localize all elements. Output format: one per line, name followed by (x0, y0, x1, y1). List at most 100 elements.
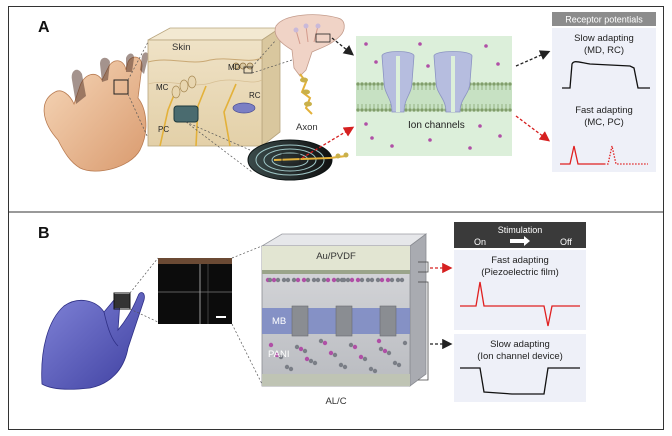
particle-dot (341, 277, 347, 283)
merkel-axon-illustration (274, 14, 345, 115)
stim-on-label: On (474, 237, 486, 247)
particle-dot (284, 364, 290, 370)
ion-dot (418, 42, 422, 46)
particle-dot (375, 277, 381, 283)
particle-dot (281, 277, 287, 283)
layer-au-pvdf-label: Au/PVDF (316, 251, 356, 262)
fast-adapting-card-b (454, 250, 586, 330)
slow-adapting-b-subtitle: (Ion channel device) (477, 351, 563, 362)
receptor-header: Receptor potentials (565, 15, 643, 25)
particle-dot (385, 277, 391, 283)
particle-dot (379, 277, 385, 283)
fast-adapting-b-title: Fast adapting (491, 255, 549, 266)
scale-bar (216, 316, 226, 318)
bracket-top (418, 261, 429, 273)
particle-dot (274, 352, 280, 358)
particle-dot (355, 277, 361, 283)
stimulation-header: Stimulation (498, 225, 543, 235)
particle-dot (305, 277, 311, 283)
particle-dot (304, 356, 310, 362)
pacinian-corpuscle (247, 139, 349, 181)
particle-dot (288, 366, 294, 372)
zoom-line (129, 308, 159, 323)
fast-adapting-title: Fast adapting (575, 105, 633, 116)
particle-dot (338, 362, 344, 368)
ion-dot (426, 64, 430, 68)
slow-adapting-subtitle: (MD, RC) (584, 45, 624, 56)
layer-pani-label: PANI (268, 349, 289, 360)
arrow-to-slow (515, 50, 551, 67)
particle-dot (294, 344, 300, 350)
stim-off-label: Off (560, 237, 572, 247)
ion-dot (364, 42, 368, 46)
zoom-line (185, 121, 253, 173)
md-zoom-box (243, 66, 253, 74)
particle-dot (376, 338, 382, 344)
particle-dot (349, 277, 355, 283)
fast-adapting-trace-dashed (604, 145, 648, 165)
arrow-merkel-to-channels (331, 37, 355, 56)
skin-label: Skin (172, 42, 190, 53)
particle-dot (348, 342, 354, 348)
ion-channel-panel (356, 36, 512, 156)
slow-adapting-b-title: Slow adapting (490, 339, 550, 350)
zoom-line (129, 257, 159, 294)
ion-dot (498, 134, 502, 138)
ion-dot (364, 122, 368, 126)
particle-dot (372, 368, 378, 374)
particle-dot (318, 338, 324, 344)
particle-dot (399, 277, 405, 283)
zoom-line (231, 245, 263, 259)
particle-dot (275, 277, 281, 283)
ion-dot (374, 60, 378, 64)
ion-dot (496, 62, 500, 66)
particle-dot (386, 350, 392, 356)
particle-dot (298, 346, 304, 352)
panel-a-letter: A (38, 19, 50, 36)
md-label: MD (228, 63, 241, 72)
particle-dot (345, 277, 351, 283)
slow-adapting-trace (562, 61, 650, 89)
particle-dot (308, 358, 314, 364)
fast-adapting-b-trace (460, 281, 580, 327)
particle-dot (268, 342, 274, 348)
particle-dot (328, 350, 334, 356)
arrow-to-fast (515, 115, 551, 142)
ion-dot (390, 144, 394, 148)
particle-dot (285, 277, 291, 283)
particle-dot (335, 277, 341, 283)
particle-dot (382, 348, 388, 354)
particle-dot (291, 277, 297, 283)
slow-adapting-title: Slow adapting (574, 33, 634, 44)
layer-mb-label: MB (272, 316, 286, 327)
particle-dot (342, 364, 348, 370)
bracket-bottom (418, 281, 429, 381)
particle-dot (301, 277, 307, 283)
particle-dot (267, 277, 273, 283)
particle-dot (395, 277, 401, 283)
fast-adapting-card (552, 100, 656, 172)
particle-dot (396, 362, 402, 368)
ion-dot (370, 136, 374, 140)
particle-dot (312, 360, 318, 366)
particle-dot (321, 277, 327, 283)
glove-zoom-box (113, 292, 131, 310)
layer-al-c-label: AL/C (325, 396, 346, 407)
particle-dot (311, 277, 317, 283)
hand-illustration (43, 52, 149, 172)
hand-zoom-box (113, 79, 129, 95)
particle-dot (331, 277, 337, 283)
ion-dot (468, 146, 472, 150)
fast-adapting-subtitle: (MC, PC) (584, 117, 624, 128)
rc-label: RC (249, 91, 261, 100)
particle-dot (365, 277, 371, 283)
particle-dot (302, 348, 308, 354)
stimulation-header-bg (454, 222, 586, 248)
particle-dot (325, 277, 331, 283)
axon-label: Axon (296, 122, 318, 133)
particle-dot (322, 340, 328, 346)
skin-block (147, 27, 282, 147)
zoom-line (231, 323, 263, 385)
particle-dot (378, 346, 384, 352)
